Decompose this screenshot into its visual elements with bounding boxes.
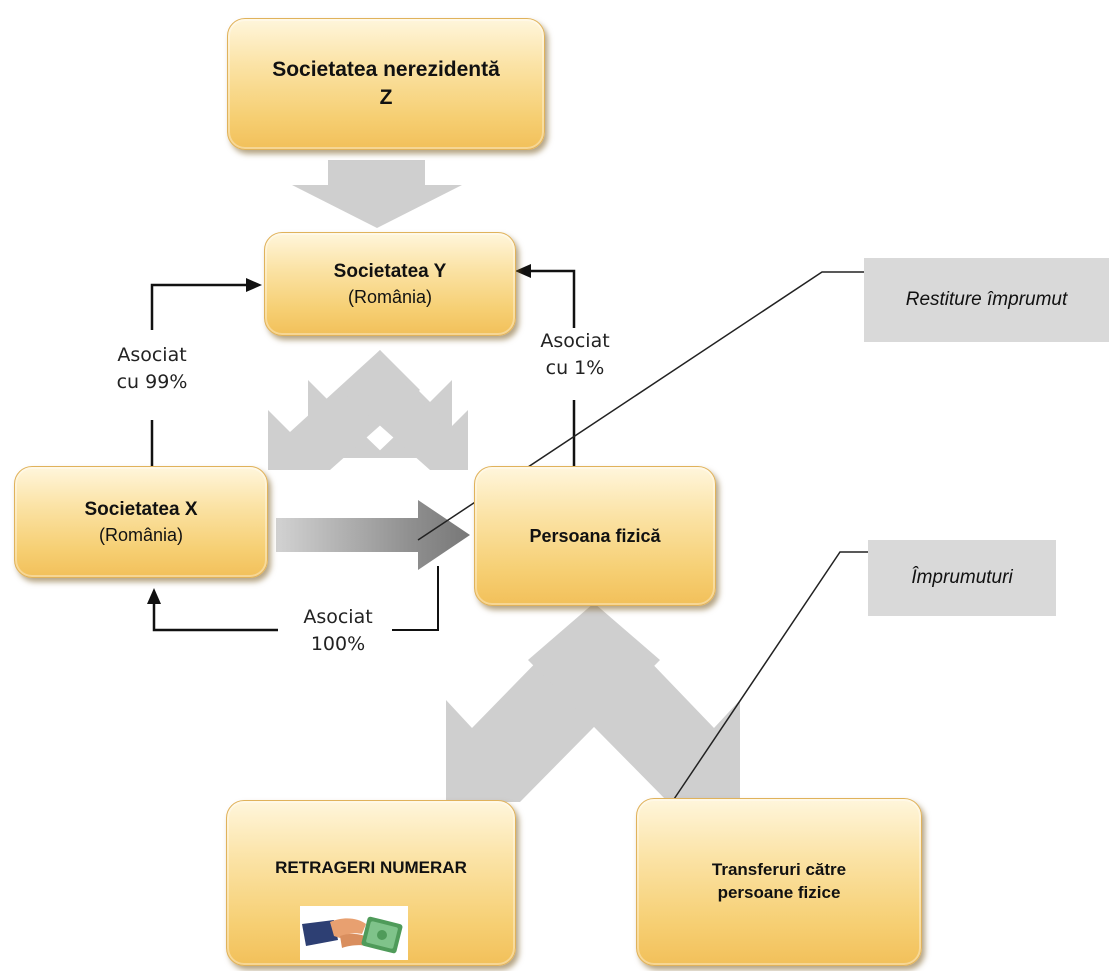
connector-person-to-y <box>528 269 576 328</box>
box-transfers-line1: Transferuri către <box>711 860 847 880</box>
connector-person-to-y-bottom <box>572 400 632 470</box>
box-x-name: Societatea X <box>84 499 198 521</box>
box-x-country: (România) <box>98 524 184 545</box>
label-1-line2: cu 1% <box>545 356 605 379</box>
label-associate-1: Asociat cu 1% <box>534 328 616 382</box>
chevron-y-right <box>340 350 468 470</box>
label-100-line2: 100% <box>310 632 366 655</box>
label-1-line1: Asociat <box>540 330 610 352</box>
box-z-line1: Societatea nerezidentă <box>272 57 500 81</box>
hand-giving-money-icon <box>300 906 408 960</box>
box-company-x: Societatea X (România) <box>14 466 268 578</box>
box-y-country: (România) <box>347 286 433 307</box>
chevron-person-right <box>528 603 740 802</box>
label-100-line1: Asociat <box>303 606 373 628</box>
box-z-line2: Z <box>379 86 393 109</box>
arrow-x-to-person <box>276 500 470 570</box>
box-nonresident-company-z: Societatea nerezidentă Z <box>227 18 545 150</box>
arrow-z-to-y <box>292 160 462 228</box>
box-person-name: Persoana fizică <box>529 525 661 546</box>
box-cash-withdrawals: RETRAGERI NUMERAR <box>226 800 516 966</box>
arrowhead-into-x <box>147 588 161 604</box>
box-transfers-line2: persoane fizice <box>717 883 841 902</box>
connector-person-to-x <box>392 566 439 631</box>
label-associate-99: Asociat cu 99% <box>104 342 200 396</box>
box-cash-name: RETRAGERI NUMERAR <box>275 858 467 877</box>
label-99-line2: cu 99% <box>116 370 188 393</box>
note-loan-repayment-text: Restiture împrumut <box>905 289 1068 310</box>
box-natural-person: Persoana fizică <box>474 466 716 606</box>
note-loan-repayment: Restiture împrumut <box>864 258 1109 342</box>
callout-line-loans <box>667 551 880 809</box>
label-99-line1: Asociat <box>117 344 187 366</box>
connector-x-to-y-top <box>150 283 250 330</box>
callout-line-restitution <box>417 271 866 541</box>
box-transfers-to-persons: Transferuri către persoane fizice <box>636 798 922 966</box>
box-y-name: Societatea Y <box>333 261 447 283</box>
box-company-y: Societatea Y (România) <box>264 232 516 336</box>
arrowhead-into-y-right <box>515 264 531 278</box>
arrowhead-into-y-left <box>246 278 262 292</box>
note-loans-text: Împrumuturi <box>911 567 1013 588</box>
connector-person-to-x-left <box>152 600 278 632</box>
note-loans: Împrumuturi <box>868 540 1056 616</box>
label-associate-100: Asociat 100% <box>288 604 388 658</box>
